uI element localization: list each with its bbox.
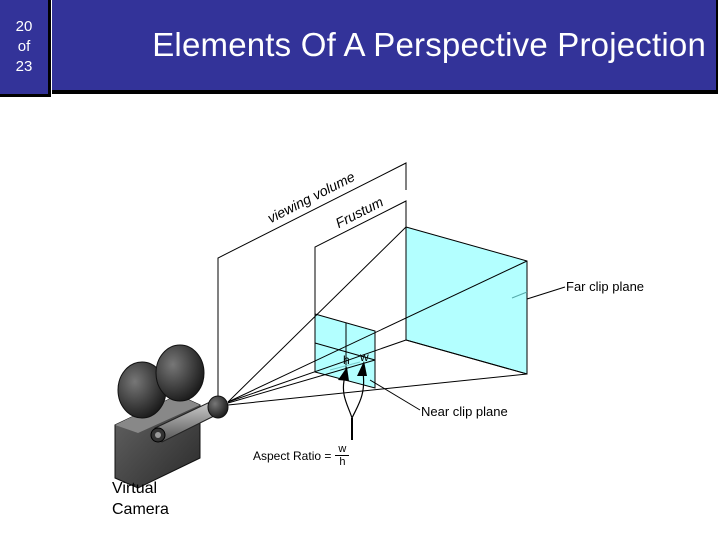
far-clip-plane-label: Far clip plane [566, 279, 645, 294]
page-title: Elements Of A Perspective Projection [152, 26, 706, 63]
aspect-arrows [342, 371, 365, 440]
fraction-numerator: w [338, 443, 347, 455]
fraction-denominator: h [339, 456, 346, 468]
title-bar: Elements Of A Perspective Projection [52, 0, 718, 94]
aspect-ratio-formula: Aspect Ratio = w h [253, 443, 350, 468]
viewing-volume-bracket [217, 162, 407, 400]
camera-label-line1: Virtual [112, 480, 158, 497]
frustum-bracket [314, 200, 407, 314]
virtual-camera-label: Virtual Camera [112, 478, 169, 520]
aspect-ratio-label: Aspect Ratio = [253, 448, 332, 463]
aspect-ratio-fraction: w h [335, 443, 350, 468]
slide-total: 23 [15, 58, 33, 75]
movie-camera-icon [114, 344, 229, 489]
slide-counter: 20 of 23 [0, 0, 51, 97]
near-clip-plane-label: Near clip plane [421, 404, 508, 419]
width-label: w [360, 350, 369, 364]
slide-current: 20 [15, 18, 33, 35]
camera-label-line2: Camera [112, 501, 169, 518]
slide-of: of [17, 38, 31, 55]
height-label: h [343, 353, 350, 367]
far-clip-plane [405, 226, 528, 375]
projection-rays [227, 226, 528, 406]
